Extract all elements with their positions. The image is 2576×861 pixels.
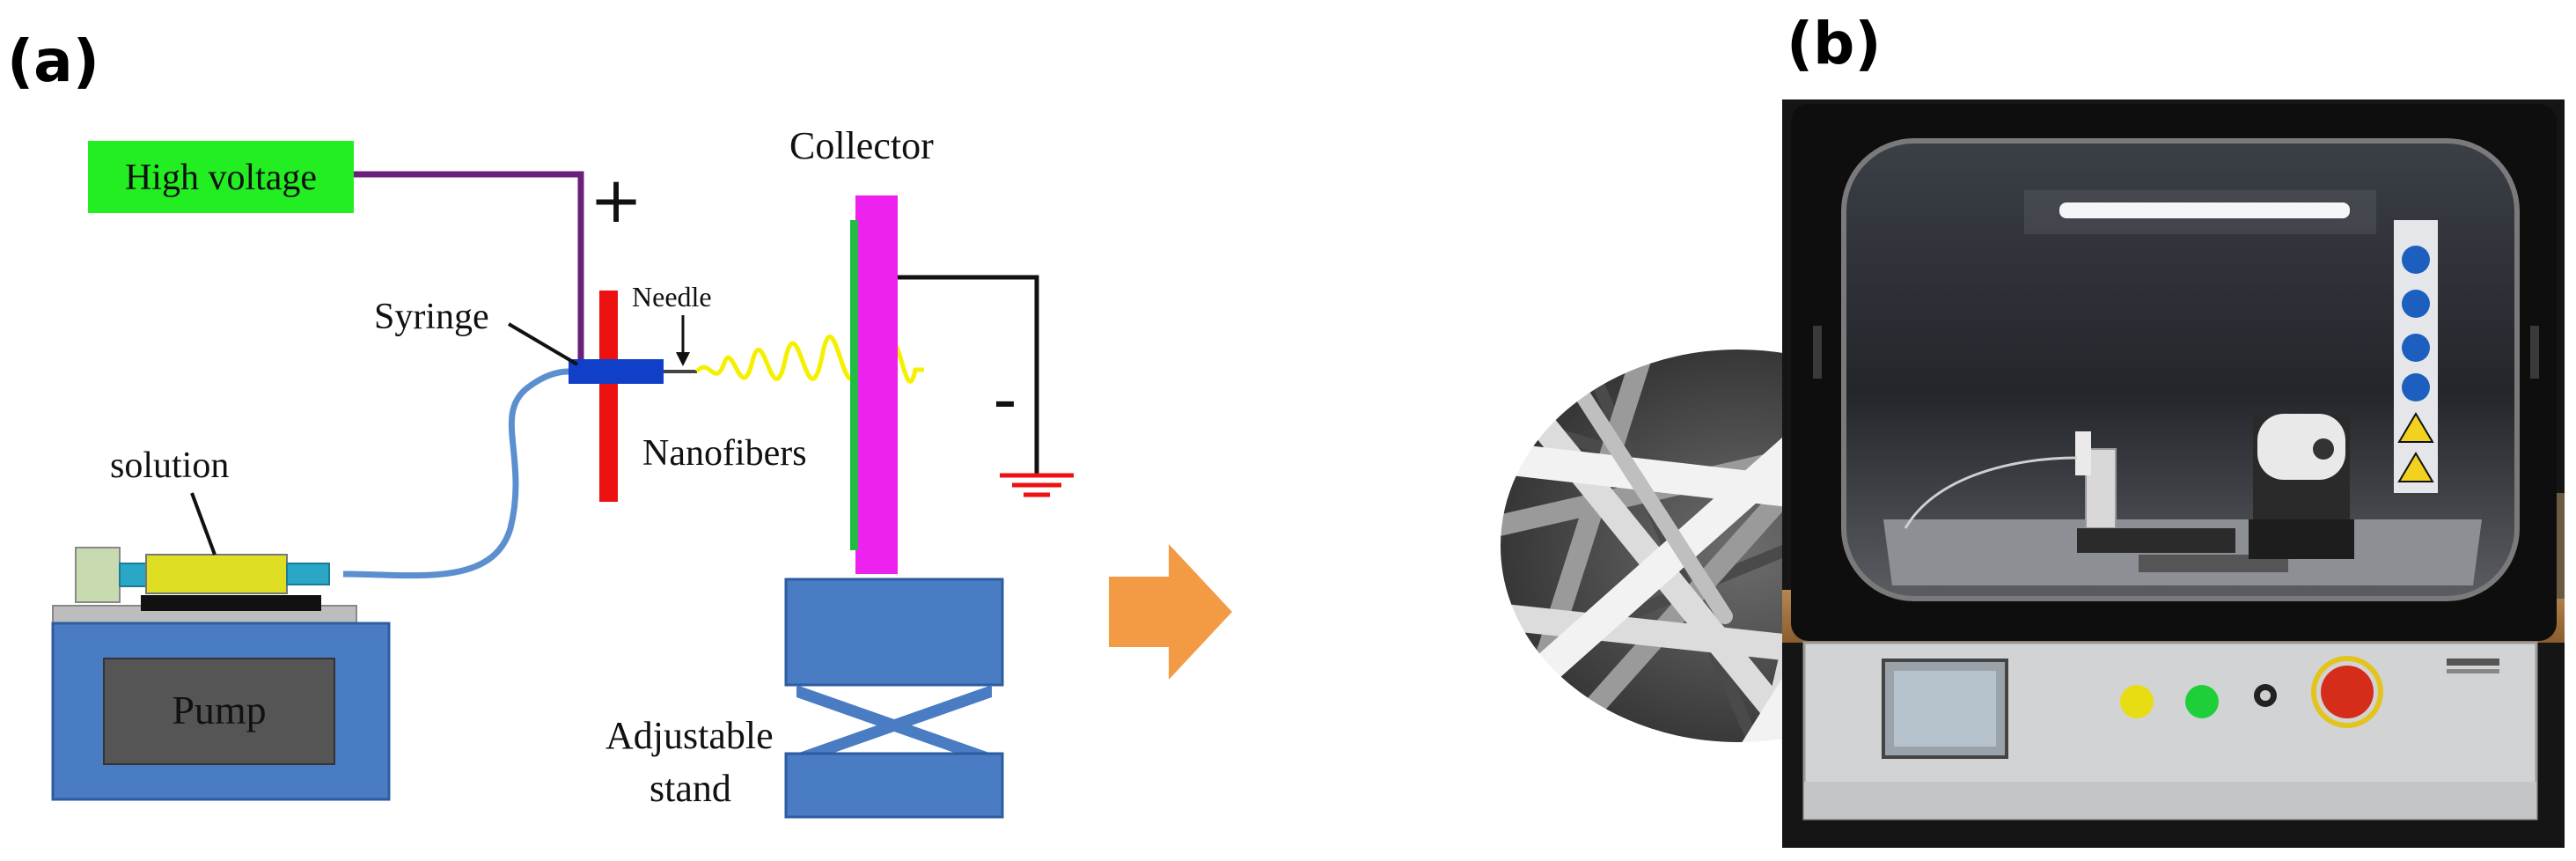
high-voltage-box bbox=[88, 141, 354, 213]
panel-a-label: (a) bbox=[7, 27, 99, 95]
needle-plate bbox=[599, 291, 618, 502]
solution-label: solution bbox=[110, 445, 229, 486]
high-voltage-source: High voltage bbox=[88, 141, 354, 213]
collector-label: Collector bbox=[789, 124, 934, 167]
syringe-label: Syringe bbox=[374, 297, 489, 337]
syringe-body bbox=[569, 359, 664, 384]
syringe-holder bbox=[141, 595, 321, 611]
green-button bbox=[2185, 685, 2219, 718]
minus-sign: - bbox=[993, 360, 1016, 438]
panel-a: (a) High voltage + Syringe Needle Nanofi… bbox=[7, 27, 1979, 819]
result-arrow bbox=[1109, 544, 1232, 680]
pump-plunger-block bbox=[75, 547, 121, 603]
ground-symbol bbox=[1000, 473, 1074, 497]
emergency-stop-button bbox=[2321, 666, 2374, 718]
needle-label: Needle bbox=[632, 281, 712, 313]
safety-signs bbox=[2394, 220, 2438, 493]
stand-scissor-right bbox=[796, 685, 992, 766]
plus-sign: + bbox=[590, 163, 642, 237]
panel-b-label: (b) bbox=[1787, 10, 1882, 77]
feed-tube bbox=[342, 368, 569, 579]
panel-b: (b) bbox=[1782, 10, 2565, 848]
pump-screen bbox=[103, 658, 335, 765]
cabinet-light bbox=[2059, 202, 2350, 218]
collector-plate bbox=[855, 195, 898, 574]
solution-pointer bbox=[190, 492, 217, 556]
needle-arrowhead bbox=[676, 352, 690, 366]
adjustable-stand bbox=[784, 578, 1004, 819]
yellow-button bbox=[2120, 685, 2154, 718]
nanofibers-label: Nanofibers bbox=[642, 433, 807, 474]
collector-strip bbox=[850, 220, 858, 550]
positive-wire bbox=[354, 171, 584, 370]
pump-plunger-rod bbox=[119, 563, 147, 587]
electrospinning-cabinet-photo bbox=[1782, 99, 2565, 848]
pump-syringe-tip bbox=[286, 563, 330, 585]
stand-bottom-block bbox=[784, 752, 1004, 819]
stand-label-line2: stand bbox=[650, 767, 731, 810]
pump-label: Pump bbox=[172, 688, 266, 732]
solution-barrel bbox=[145, 554, 288, 594]
high-voltage-text: High voltage bbox=[125, 158, 317, 198]
stand-label-line1: Adjustable bbox=[605, 714, 774, 757]
ground-wire bbox=[898, 275, 1039, 475]
stand-top-block bbox=[784, 578, 1004, 687]
syringe-pointer bbox=[507, 322, 579, 366]
